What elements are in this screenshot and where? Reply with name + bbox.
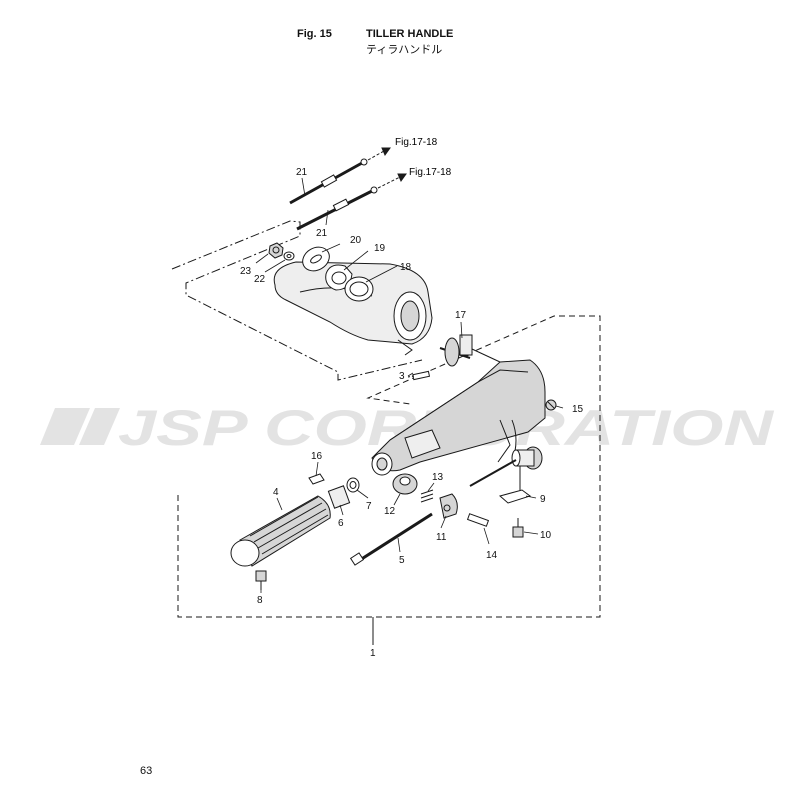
handle-assembly-boundary	[177, 315, 601, 618]
watermark-logo-mark	[40, 408, 120, 445]
plate-20	[302, 246, 330, 272]
part-label-18: 18	[400, 262, 412, 273]
part-label-12: 12	[384, 506, 396, 517]
part-label-15: 15	[572, 404, 584, 415]
cable-21-upper	[289, 147, 391, 205]
tiller-arm	[371, 359, 546, 476]
ref-fig-17-18-upper: Fig.17-18	[395, 137, 438, 148]
throttle-grip-4	[230, 495, 331, 567]
collar-7	[346, 477, 360, 493]
part-label-19: 19	[374, 243, 386, 254]
part-label-21-lower: 21	[316, 228, 328, 239]
bolt-14	[466, 513, 490, 527]
washer-22	[283, 251, 295, 261]
part-labels: 21 21 20 19 18 23 22 17 3 15 16 4 7 6 12…	[240, 167, 584, 659]
spring-13	[420, 489, 434, 503]
steering-bracket	[273, 261, 433, 356]
part-label-21-upper: 21	[296, 167, 308, 178]
part-label-1: 1	[370, 648, 376, 659]
part-label-5: 5	[399, 555, 405, 566]
part-label-22: 22	[254, 274, 266, 285]
throttle-shaft-5	[349, 512, 433, 566]
part-label-16: 16	[311, 451, 323, 462]
leader-lines	[255, 177, 564, 593]
figure-title: TILLER HANDLE	[366, 28, 454, 40]
bushing-6	[327, 485, 351, 509]
figure-title-japanese: ティラハンドル	[366, 44, 443, 56]
part-label-4: 4	[273, 487, 279, 498]
screw-10	[512, 518, 524, 538]
friction-knob	[469, 446, 543, 494]
part-label-6: 6	[338, 518, 344, 529]
part-label-11: 11	[436, 532, 447, 543]
part-label-17: 17	[455, 310, 467, 321]
clamp-11	[439, 493, 458, 519]
ring-18	[344, 276, 374, 302]
part-label-7: 7	[366, 501, 372, 512]
part-label-3: 3	[399, 371, 405, 382]
spool-12	[392, 473, 418, 495]
cable-21-lower	[296, 173, 407, 231]
part-label-14: 14	[486, 550, 498, 561]
bushing-17	[439, 334, 501, 367]
part-label-20: 20	[350, 235, 362, 246]
screw-15	[545, 399, 557, 411]
plate-16	[308, 473, 325, 485]
part-label-13: 13	[432, 472, 444, 483]
part-label-9: 9	[540, 494, 546, 505]
bolt-3	[407, 370, 431, 381]
screw-8	[255, 570, 267, 590]
plate-9	[498, 489, 532, 504]
part-label-8: 8	[257, 595, 263, 606]
nut-23	[268, 242, 284, 259]
figure-number: Fig. 15	[297, 28, 332, 40]
upper-assembly-boundary	[171, 220, 423, 381]
page-number: 63	[140, 765, 153, 777]
part-label-10: 10	[540, 530, 552, 541]
part-label-23: 23	[240, 266, 252, 277]
ref-fig-17-18-lower: Fig.17-18	[409, 167, 452, 178]
